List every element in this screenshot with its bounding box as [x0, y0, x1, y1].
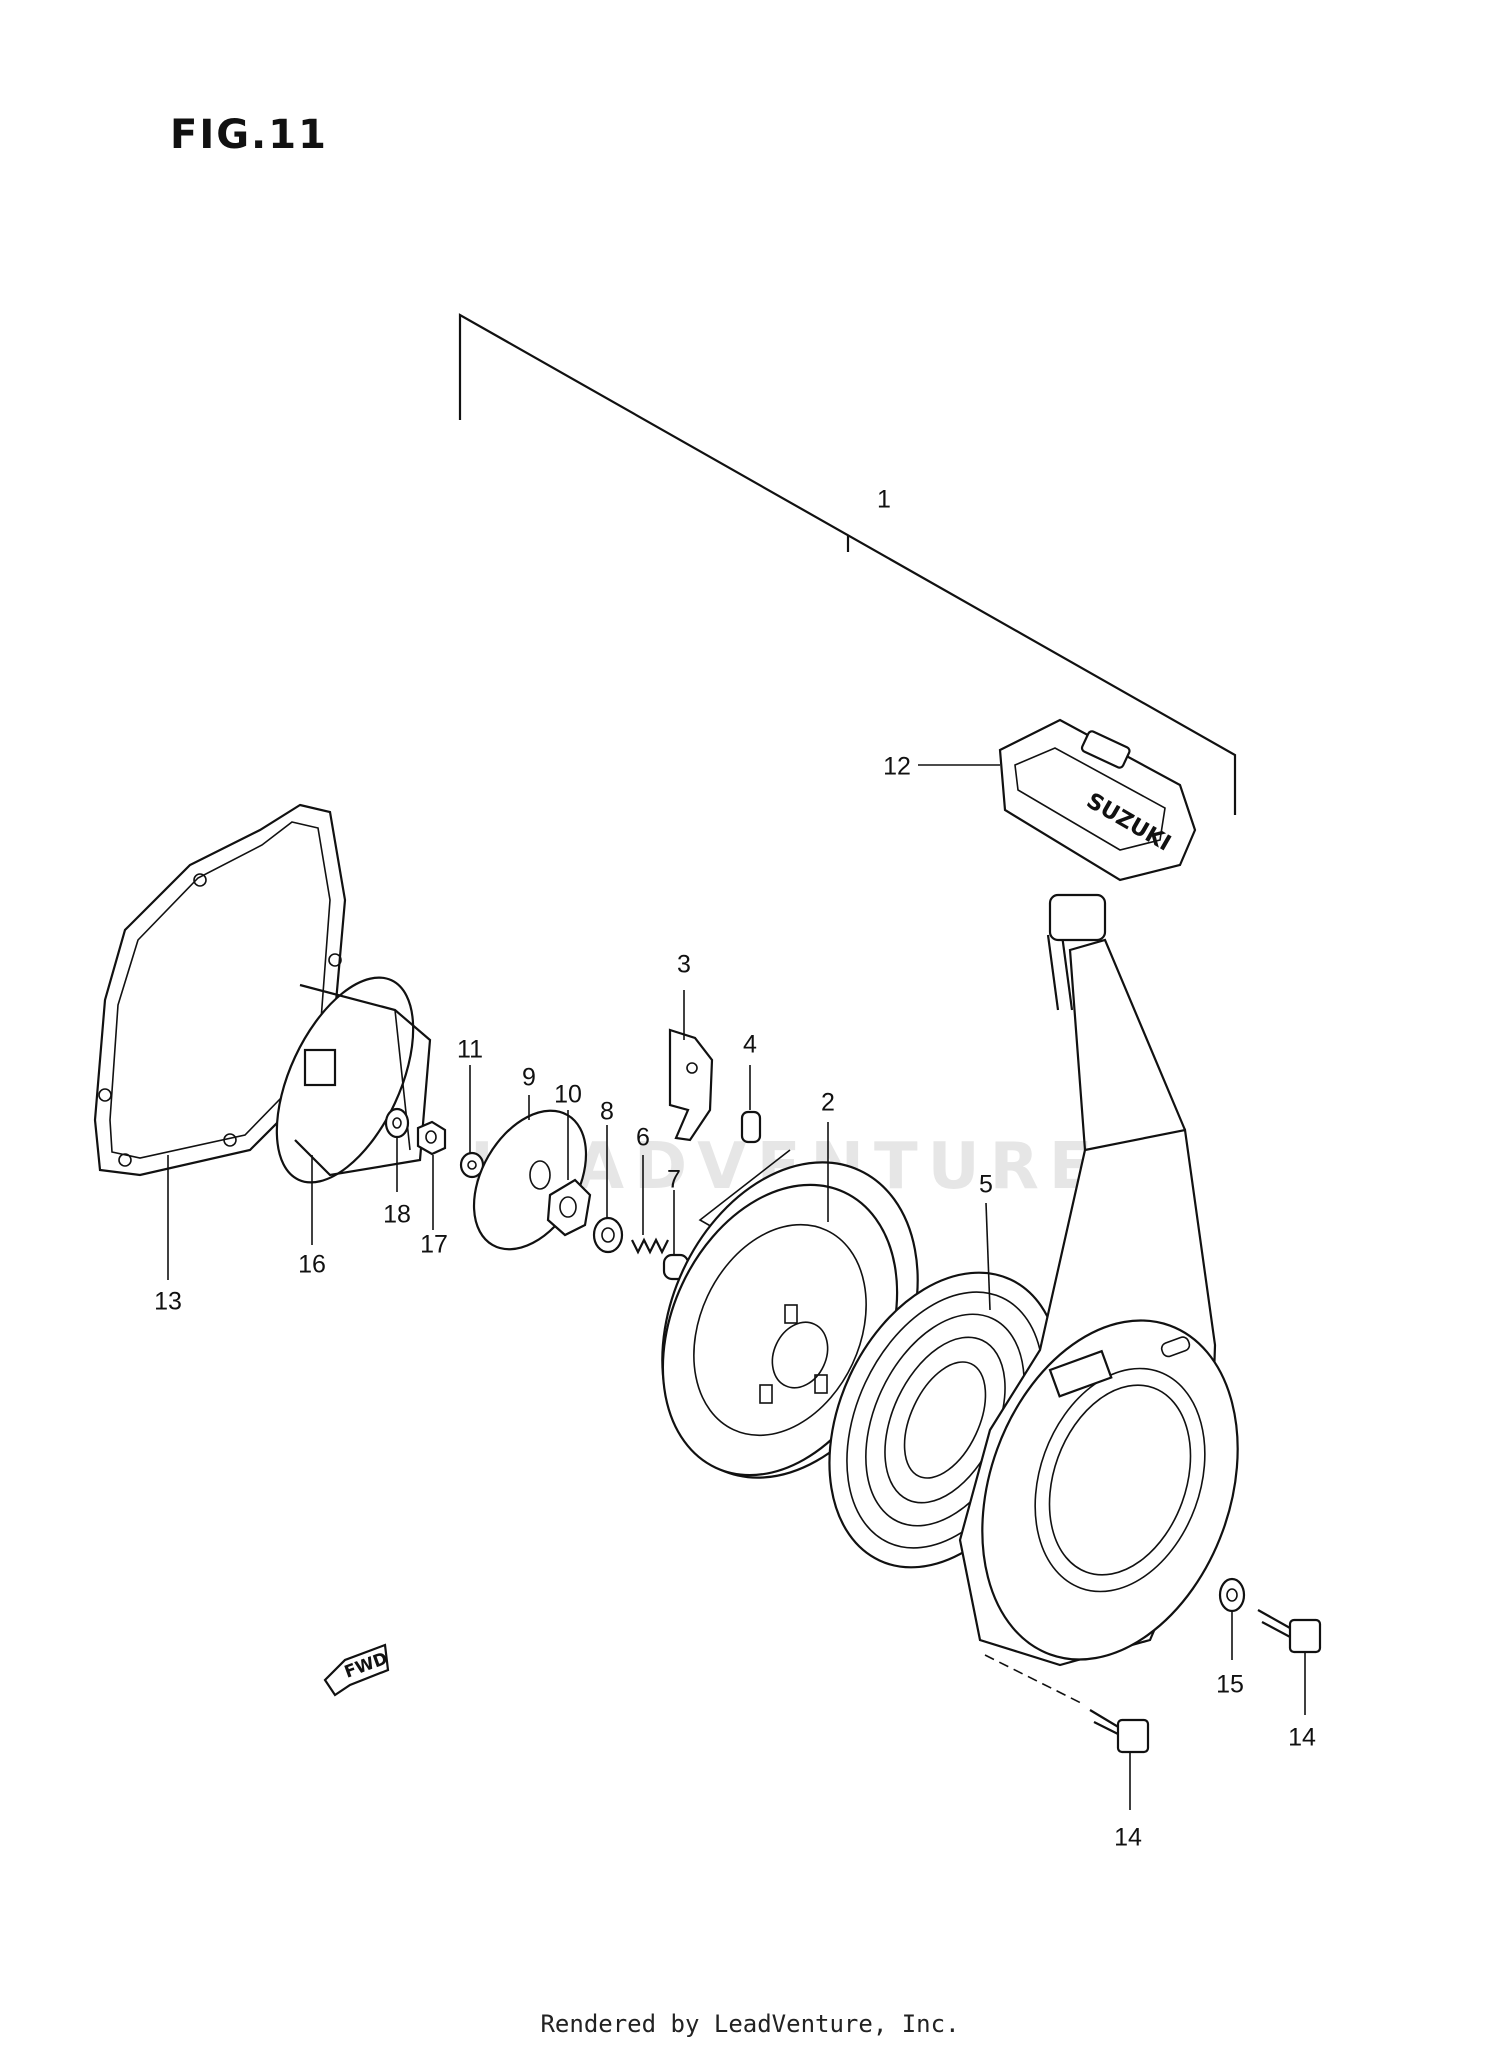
starter-rope [1046, 934, 1060, 1011]
callout-13: 13 [154, 1287, 182, 1316]
callout-14-right: 14 [1288, 1723, 1316, 1752]
callout-10: 10 [554, 1080, 582, 1109]
starter-case [958, 938, 1239, 1667]
washer-part-18 [384, 1107, 410, 1139]
callout-11: 11 [457, 1035, 483, 1064]
washer-part-8 [592, 1216, 624, 1254]
drive-cup-part-16 [275, 976, 432, 1184]
figure-title: FIG.11 [170, 112, 328, 158]
pin-part-4 [740, 1110, 762, 1144]
fwd-arrow-icon: FWD [323, 1643, 391, 1697]
callout-6: 6 [636, 1123, 650, 1152]
washer-part-15 [1218, 1577, 1246, 1613]
callout-9: 9 [522, 1063, 536, 1092]
leader-lines [167, 764, 1306, 1810]
callout-8: 8 [600, 1097, 614, 1126]
nut-part-17 [416, 1120, 447, 1156]
callout-18: 18 [383, 1200, 411, 1229]
callout-14-lower: 14 [1114, 1823, 1142, 1852]
callout-12: 12 [883, 752, 911, 781]
callout-7: 7 [667, 1165, 681, 1194]
callout-3: 3 [677, 950, 691, 979]
handle-part-12: SUZUKI [998, 718, 1197, 942]
spring-part-6 [631, 1237, 669, 1255]
plate-part-9 [472, 1109, 588, 1251]
callout-17: 17 [420, 1230, 448, 1259]
callout-2: 2 [821, 1088, 835, 1117]
guide-part-10 [546, 1178, 592, 1237]
assembly-bracket [458, 313, 1237, 815]
callout-5: 5 [979, 1170, 993, 1199]
footer-credit: Rendered by LeadVenture, Inc. [540, 2010, 960, 2038]
callout-1: 1 [877, 485, 891, 514]
callout-16: 16 [298, 1250, 326, 1279]
callout-4: 4 [743, 1030, 757, 1059]
bolt-part-14-right [1257, 1609, 1322, 1654]
bolt-part-14-lower [984, 1654, 1150, 1754]
pawl-part-3 [668, 1028, 714, 1142]
callout-15: 15 [1216, 1670, 1244, 1699]
